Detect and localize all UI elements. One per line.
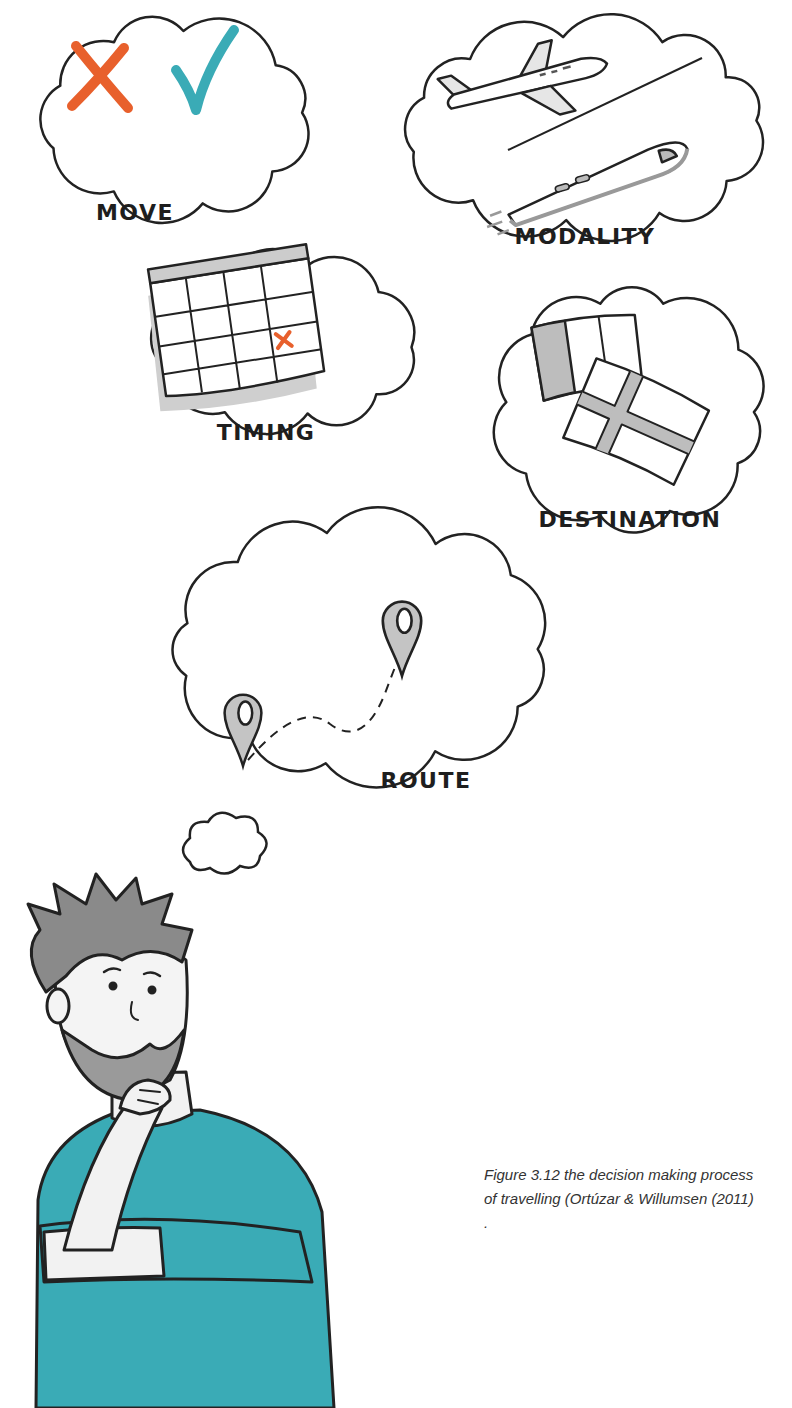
flag-icon xyxy=(531,311,645,401)
location-pin xyxy=(225,695,262,766)
calendar-header xyxy=(148,244,308,283)
thinking-man xyxy=(28,874,334,1408)
figure-caption: Figure 3.12 the decision making process … xyxy=(484,1163,759,1235)
calendar-page xyxy=(148,258,326,400)
thought-cloud: MOVE xyxy=(15,0,333,236)
airplane-wing xyxy=(522,82,576,123)
pin-shape xyxy=(383,602,421,676)
cloud-label: MODALITY xyxy=(514,224,655,249)
forearm xyxy=(44,1228,164,1281)
train-body xyxy=(502,138,695,226)
fingers xyxy=(138,1090,160,1104)
crossed-arm xyxy=(40,1219,312,1282)
eyebrows xyxy=(104,968,160,976)
cloud-label: MOVE xyxy=(96,200,174,225)
flag-cloth xyxy=(531,311,645,401)
cross-mark xyxy=(72,48,124,106)
check-mark xyxy=(176,30,234,110)
raised-arm xyxy=(64,1102,162,1250)
divider-line xyxy=(508,58,702,150)
speed-lines xyxy=(484,211,509,237)
beard xyxy=(62,1030,184,1100)
airplane-wing xyxy=(511,40,559,79)
pin-hole xyxy=(238,702,252,725)
train-window xyxy=(555,183,570,193)
thought-cloud: DESTINATION xyxy=(468,265,790,550)
cloud-shape xyxy=(405,14,763,241)
flag-stripe-line xyxy=(599,316,609,385)
thought-cloud: MODALITY xyxy=(378,0,790,256)
pin-shape xyxy=(225,695,262,766)
cross-mark xyxy=(76,46,128,108)
cloud-outline xyxy=(120,232,446,450)
flag-cross xyxy=(577,392,694,454)
train-windshield xyxy=(659,146,678,162)
thought-bubble xyxy=(183,813,267,874)
airplane-icon xyxy=(435,29,616,141)
flag-cloth xyxy=(561,356,710,487)
cloud-label: TIMING xyxy=(217,420,316,445)
thought-cloud: TIMING xyxy=(120,232,446,450)
cloud-outline xyxy=(144,494,582,802)
nose xyxy=(131,1002,138,1020)
cloud-shape xyxy=(173,507,546,787)
airplane-tail xyxy=(438,72,472,99)
thought-cloud: ROUTE xyxy=(144,494,582,802)
caption-text: Figure 3.12 the decision making process … xyxy=(484,1166,754,1231)
flag-cross xyxy=(596,371,643,454)
train-window xyxy=(575,174,590,184)
cloud-label: ROUTE xyxy=(380,768,471,793)
flag-cross-outline xyxy=(564,357,710,484)
cloud-shape xyxy=(494,287,764,532)
cloud-shape xyxy=(151,249,414,434)
route-path xyxy=(248,654,400,760)
location-pin xyxy=(383,602,421,676)
train-shadow xyxy=(505,149,695,226)
cloud-label: DESTINATION xyxy=(539,507,722,532)
flag-icon xyxy=(561,356,710,487)
eye xyxy=(149,987,155,993)
flag-stripe xyxy=(531,321,575,401)
calendar-grid xyxy=(149,258,326,400)
ear xyxy=(47,989,69,1023)
pin-hole xyxy=(397,609,411,633)
shirt xyxy=(36,1110,334,1408)
airplane-windows xyxy=(540,67,571,76)
neck xyxy=(112,1072,192,1126)
calendar-icon xyxy=(138,244,329,416)
train-icon xyxy=(479,138,696,236)
date-mark xyxy=(276,332,292,348)
cloud-shape xyxy=(40,17,308,223)
hand xyxy=(120,1080,170,1114)
cloud-outline xyxy=(378,0,790,256)
calendar-shadow xyxy=(142,271,323,417)
face xyxy=(55,944,187,1092)
hair xyxy=(28,874,192,992)
eye xyxy=(110,983,116,989)
airplane-body xyxy=(445,53,609,112)
